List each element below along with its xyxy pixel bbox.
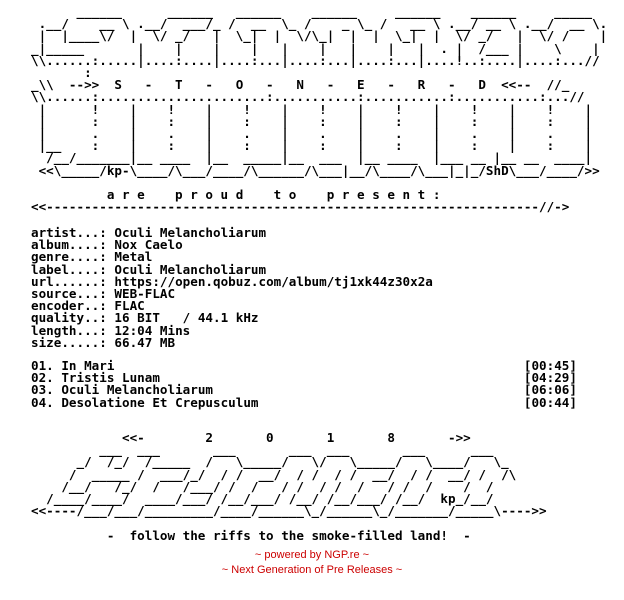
tagline: - follow the riffs to the smoke-filled l… bbox=[31, 527, 471, 543]
track-number: 01. bbox=[31, 358, 54, 373]
size-label: size.....: bbox=[31, 334, 107, 350]
size-value: 66.47 MB bbox=[114, 334, 176, 350]
track-duration: [00:44] bbox=[523, 394, 577, 410]
release-info-block: artist...: Oculi Melancholiarum album...… bbox=[31, 225, 433, 350]
year-ascii-art: ___ ___ ___ ___ ___ ___ ___ _/ /_/ /____… bbox=[31, 442, 547, 519]
length-label: length...: bbox=[31, 322, 107, 338]
track-title: Oculi Melancholiarum bbox=[61, 382, 213, 398]
nfo-footer-art: <<- 2 0 1 8 ->> ___ ___ ___ ___ ___ ___ … bbox=[31, 430, 547, 543]
url-label: url......: bbox=[31, 273, 107, 289]
present-divider: <<--------------------------------------… bbox=[31, 199, 570, 215]
genre-value: Metal bbox=[114, 249, 153, 265]
artist-value: Oculi Melancholiarum bbox=[114, 225, 267, 240]
year-line: <<- 2 0 1 8 ->> bbox=[31, 430, 471, 445]
track-title: In Mari bbox=[61, 358, 115, 373]
track-row: 02. Tristis Lunam [04:29] bbox=[31, 370, 577, 385]
album-label: album....: bbox=[31, 237, 107, 253]
album-value: Nox Caelo bbox=[114, 237, 183, 253]
quality-value: 16 BIT / 44.1 kHz bbox=[114, 310, 259, 326]
encoder-value: FLAC bbox=[114, 298, 145, 314]
powered-by-line: ~ powered by NGP.re ~ bbox=[254, 549, 370, 561]
url-value: https://open.qobuz.com/album/tj1xk44z30x… bbox=[114, 273, 433, 289]
genre-label: genre....: bbox=[31, 249, 107, 265]
track-title: Desolatione Et Crepusculum bbox=[61, 394, 259, 410]
track-duration: [06:06] bbox=[523, 382, 577, 398]
quality-label: quality..: bbox=[31, 310, 107, 326]
track-number: 02. bbox=[31, 370, 54, 386]
track-row: 01. In Mari [00:45] bbox=[31, 358, 577, 373]
ngp-tagline: ~ Next Generation of Pre Releases ~ bbox=[221, 564, 403, 576]
source-label: source...: bbox=[31, 286, 107, 302]
label-label: label....: bbox=[31, 261, 107, 277]
track-duration: [00:45] bbox=[523, 358, 577, 373]
length-value: 12:04 Mins bbox=[114, 322, 191, 338]
encoder-label: encoder..: bbox=[31, 298, 107, 314]
track-row: 04. Desolatione Et Crepusculum [00:44] bbox=[31, 395, 577, 410]
label-value: Oculi Melancholiarum bbox=[114, 261, 267, 277]
artist-label: artist...: bbox=[31, 225, 107, 240]
tracklist: 01. In Mari [00:45] 02. Tristis Lunam [0… bbox=[31, 358, 577, 410]
track-number: 03. bbox=[31, 382, 54, 398]
track-row: 03. Oculi Melancholiarum [06:06] bbox=[31, 382, 577, 397]
nfo-header-art: ______ ______ ______ ______ ______ _____… bbox=[31, 4, 608, 215]
track-title: Tristis Lunam bbox=[61, 370, 160, 386]
present-line: a r e p r o u d t o p r e s e n t : bbox=[31, 187, 441, 203]
track-duration: [04:29] bbox=[523, 370, 577, 386]
track-number: 04. bbox=[31, 394, 54, 410]
stonerd-logo-ascii: ______ ______ ______ ______ ______ _____… bbox=[31, 4, 608, 178]
source-value: WEB-FLAC bbox=[114, 286, 176, 302]
